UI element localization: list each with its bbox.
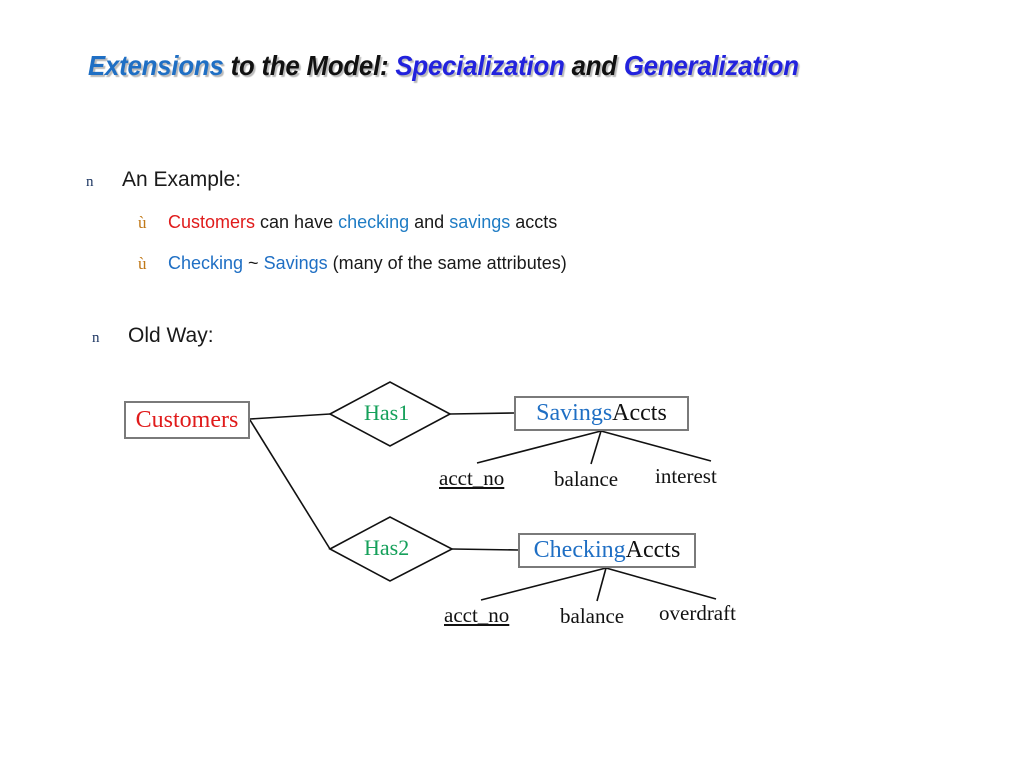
- relationship-has1-label: Has1: [364, 400, 410, 425]
- title-segment-generalization: Generalization: [623, 50, 799, 81]
- bullet-an-example: n An Example:: [86, 168, 241, 192]
- entity-customers-label: Customers: [135, 406, 239, 433]
- bullet-marker-arrow: ù: [138, 213, 147, 232]
- attribute-checking-overdraft: overdraft: [659, 601, 736, 625]
- entity-checking-suffix: Accts: [625, 537, 681, 563]
- edge-savings-interest: [600, 430, 712, 462]
- text-tilde: ~: [243, 253, 264, 273]
- text-can-have: can have: [255, 212, 339, 232]
- title-segment-to-the-model: to the Model:: [223, 50, 396, 81]
- edge-savings-balance: [590, 430, 602, 465]
- entity-savings-suffix: Accts: [612, 400, 667, 426]
- edge-customers-has2: [249, 419, 331, 550]
- text-and: and: [409, 212, 450, 232]
- bullet-marker-square: n: [92, 330, 100, 346]
- edge-has1-savings: [449, 412, 515, 415]
- bullet-old-way-label: Old Way:: [128, 324, 214, 347]
- text-checking: checking: [338, 212, 410, 232]
- edge-savings-acct-no: [476, 430, 602, 464]
- title-segment-extensions: Extensions: [88, 50, 224, 81]
- bullet-customers-accts: ù Customers can have checking and savings…: [138, 212, 557, 233]
- edge-customers-has1: [249, 413, 331, 420]
- attribute-savings-interest: interest: [655, 464, 717, 488]
- title-segment-and: and: [564, 50, 624, 81]
- entity-savings-label: Savings: [536, 400, 613, 426]
- entity-checking-accts[interactable]: Checking Accts: [518, 533, 696, 568]
- relationship-has2-label: Has2: [364, 535, 410, 560]
- bullet-checking-similar-savings: ù Checking ~ Savings (many of the same at…: [138, 253, 567, 274]
- text-customers: Customers: [168, 212, 256, 232]
- page-title: Extensions to the Model: Specialization …: [88, 50, 799, 82]
- text-savings-2: Savings: [263, 253, 328, 273]
- attribute-savings-acct-no: acct_no: [439, 466, 505, 490]
- entity-checking-label: Checking: [533, 537, 626, 563]
- bullet-old-way: n Old Way:: [92, 324, 214, 348]
- bullet-an-example-label: An Example:: [122, 168, 242, 191]
- text-savings: savings: [449, 212, 511, 232]
- text-many-same-attributes: (many of the same attributes): [327, 253, 567, 273]
- edge-checking-overdraft: [605, 567, 717, 600]
- edge-checking-acct-no: [480, 567, 607, 601]
- attribute-savings-balance: balance: [554, 467, 619, 491]
- edge-checking-balance: [596, 567, 607, 602]
- title-segment-specialization: Specialization: [395, 50, 565, 81]
- text-checking-2: Checking: [168, 253, 244, 273]
- bullet-marker-square: n: [86, 174, 94, 190]
- text-accts: accts: [510, 212, 558, 232]
- attribute-checking-acct-no: acct_no: [444, 603, 510, 627]
- edge-has2-checking: [451, 548, 519, 551]
- entity-customers[interactable]: Customers: [124, 401, 250, 439]
- bullet-marker-arrow: ù: [138, 254, 147, 273]
- entity-savings-accts[interactable]: Savings Accts: [514, 396, 689, 431]
- attribute-checking-balance: balance: [560, 604, 625, 628]
